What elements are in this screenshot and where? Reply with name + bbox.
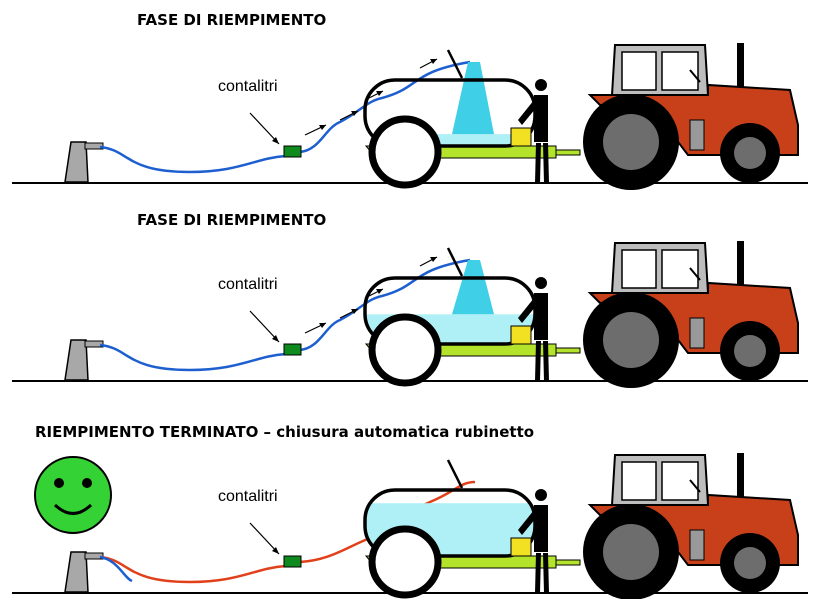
- flow-arrow-head: [351, 309, 358, 314]
- panel-title: FASE DI RIEMPIMENTO: [137, 211, 327, 229]
- tank-water: [365, 134, 535, 146]
- hose-delivery: [299, 258, 471, 352]
- hose-supply: [99, 343, 287, 372]
- tractor-icon: [583, 453, 799, 599]
- meter-pointer-head: [272, 547, 279, 554]
- panel-illustration: contalitri: [12, 453, 808, 599]
- trailer-wheel: [368, 115, 442, 189]
- panel-filling-complete: RIEMPIMENTO TERMINATO – chiusura automat…: [0, 410, 819, 599]
- water-jet: [452, 260, 494, 315]
- flow-arrow-head: [376, 289, 383, 294]
- meter-pointer: [249, 310, 280, 343]
- flow-arrow-head: [319, 323, 326, 328]
- hose-delivery: [299, 60, 471, 154]
- tank-lid: [446, 459, 464, 489]
- tractor-icon: [583, 43, 799, 190]
- panel-illustration: contalitri: [12, 241, 808, 388]
- trailer-hitch: [555, 559, 581, 566]
- flow-arrow-head: [319, 125, 326, 130]
- meter-label: contalitri: [218, 276, 278, 293]
- meter-label: contalitri: [218, 488, 278, 505]
- tank-lid: [446, 247, 464, 277]
- operator-icon: [518, 489, 549, 593]
- panel-title: FASE DI RIEMPIMENTO: [137, 11, 327, 29]
- meter-label: contalitri: [218, 78, 278, 95]
- trailer-hitch: [555, 149, 581, 156]
- meter-pointer-head: [272, 335, 279, 342]
- trailer-wheel: [368, 313, 442, 387]
- valve-box: [510, 127, 532, 147]
- meter-pointer: [249, 522, 280, 555]
- tank-lid: [446, 49, 464, 79]
- flow-arrow-head: [430, 257, 437, 262]
- water-meter: [283, 343, 302, 356]
- operator-icon: [518, 277, 549, 381]
- flow-arrow-head: [376, 91, 383, 96]
- hydrant-icon: [64, 551, 104, 593]
- valve-box: [510, 325, 532, 345]
- panel-illustration: contalitri: [12, 43, 808, 190]
- hydrant-icon: [64, 339, 104, 381]
- panel-filling-start: FASE DI RIEMPIMENTO contalitri: [0, 0, 819, 190]
- hydrant-icon: [64, 141, 104, 183]
- smiley-icon: [34, 456, 112, 534]
- panel-filling-mid: FASE DI RIEMPIMENTO contalitri: [0, 198, 819, 388]
- flow-arrow-head: [430, 59, 437, 64]
- operator-icon: [518, 79, 549, 183]
- meter-pointer: [249, 112, 280, 145]
- trailer-wheel: [368, 525, 442, 599]
- tractor-icon: [583, 241, 799, 388]
- hose-supply-residual: [99, 555, 133, 583]
- flow-arrow-head: [351, 111, 358, 116]
- water-meter: [283, 145, 302, 158]
- water-meter: [283, 555, 302, 568]
- trailer-hitch: [555, 347, 581, 354]
- hose-supply: [99, 145, 287, 174]
- valve-box: [510, 537, 532, 557]
- meter-pointer-head: [272, 137, 279, 144]
- panel-title: RIEMPIMENTO TERMINATO – chiusura automat…: [35, 423, 535, 441]
- hose-supply: [99, 555, 287, 584]
